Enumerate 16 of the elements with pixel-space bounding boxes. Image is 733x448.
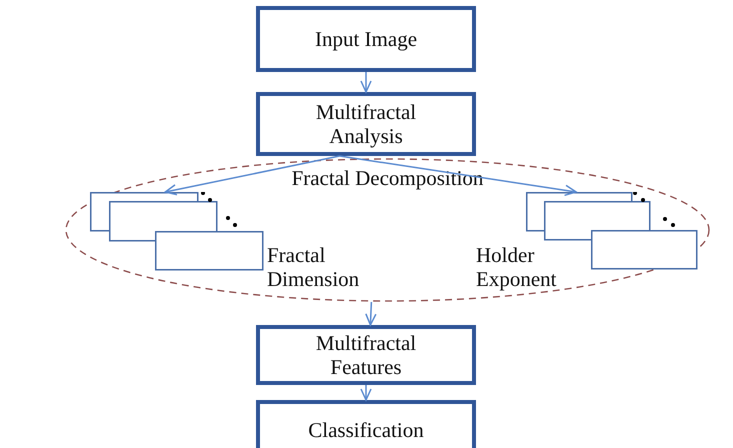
arrow (365, 302, 377, 326)
group-label: Fractal Decomposition (290, 166, 484, 191)
process-box (256, 325, 476, 385)
box-label: Multifractal Features (314, 331, 418, 379)
box-label: Input Image (314, 27, 418, 51)
arrow (339, 155, 577, 196)
process-box (256, 92, 476, 156)
stack-caption: Fractal Dimension (267, 243, 360, 291)
arrow (360, 385, 372, 401)
process-box (256, 400, 476, 448)
process-box (256, 6, 476, 72)
stack-caption: Holder Exponent (476, 243, 558, 291)
box-label: Multifractal Analysis (314, 100, 418, 148)
arrow (360, 72, 372, 93)
box-label: Classification (308, 418, 424, 442)
arrow (164, 155, 340, 196)
